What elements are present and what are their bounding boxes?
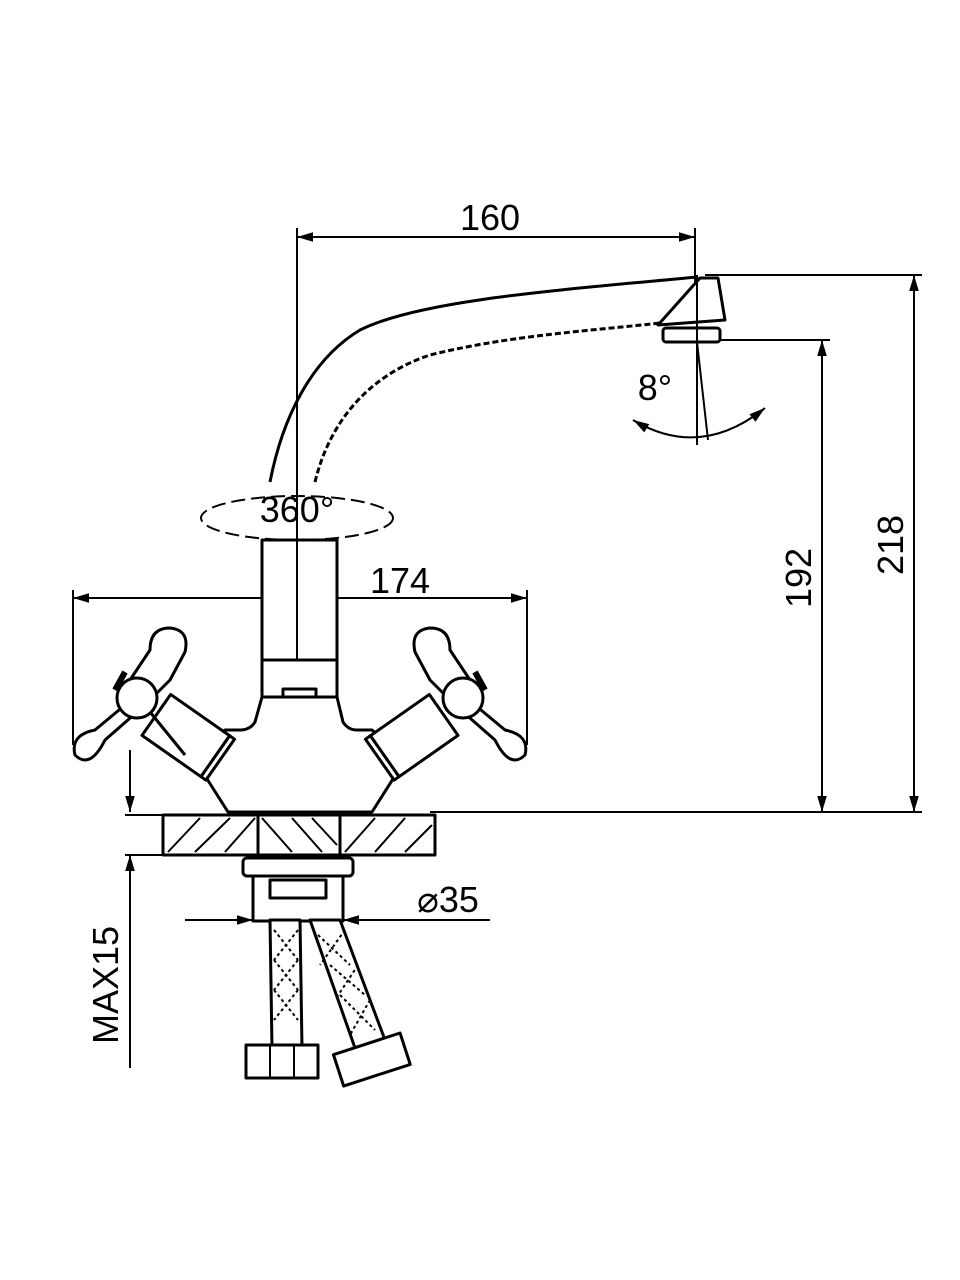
dim-label-192: 192 [778, 548, 819, 608]
dimension-diameter-35: ⌀35 [185, 879, 490, 925]
counter-section [125, 813, 437, 857]
dim-label-max15: MAX15 [85, 926, 126, 1044]
dim-label-160: 160 [460, 197, 520, 238]
left-valve [140, 692, 237, 782]
spout: 8° [268, 275, 766, 483]
dim-label-360: 360° [260, 489, 334, 530]
hoses [244, 918, 412, 1088]
right-hose-nut [331, 1031, 412, 1088]
dimension-160: 160 [296, 197, 696, 545]
dimension-192: 192 [705, 339, 830, 812]
dimension-174: 174 [72, 560, 528, 745]
left-cross-handle[interactable] [72, 626, 188, 762]
dim-label-diameter-35: ⌀35 [417, 879, 479, 920]
right-valve [363, 692, 460, 782]
right-cross-handle[interactable] [412, 626, 528, 762]
dim-label-8deg: 8° [638, 367, 672, 408]
dim-label-174: 174 [370, 560, 430, 601]
dimension-max15: MAX15 [85, 750, 135, 1068]
dimension-218: 218 [705, 274, 922, 812]
dim-label-218: 218 [870, 515, 911, 575]
faucet-body [72, 538, 528, 814]
left-hose-nut [244, 1043, 320, 1080]
mount-fitting [241, 856, 355, 923]
